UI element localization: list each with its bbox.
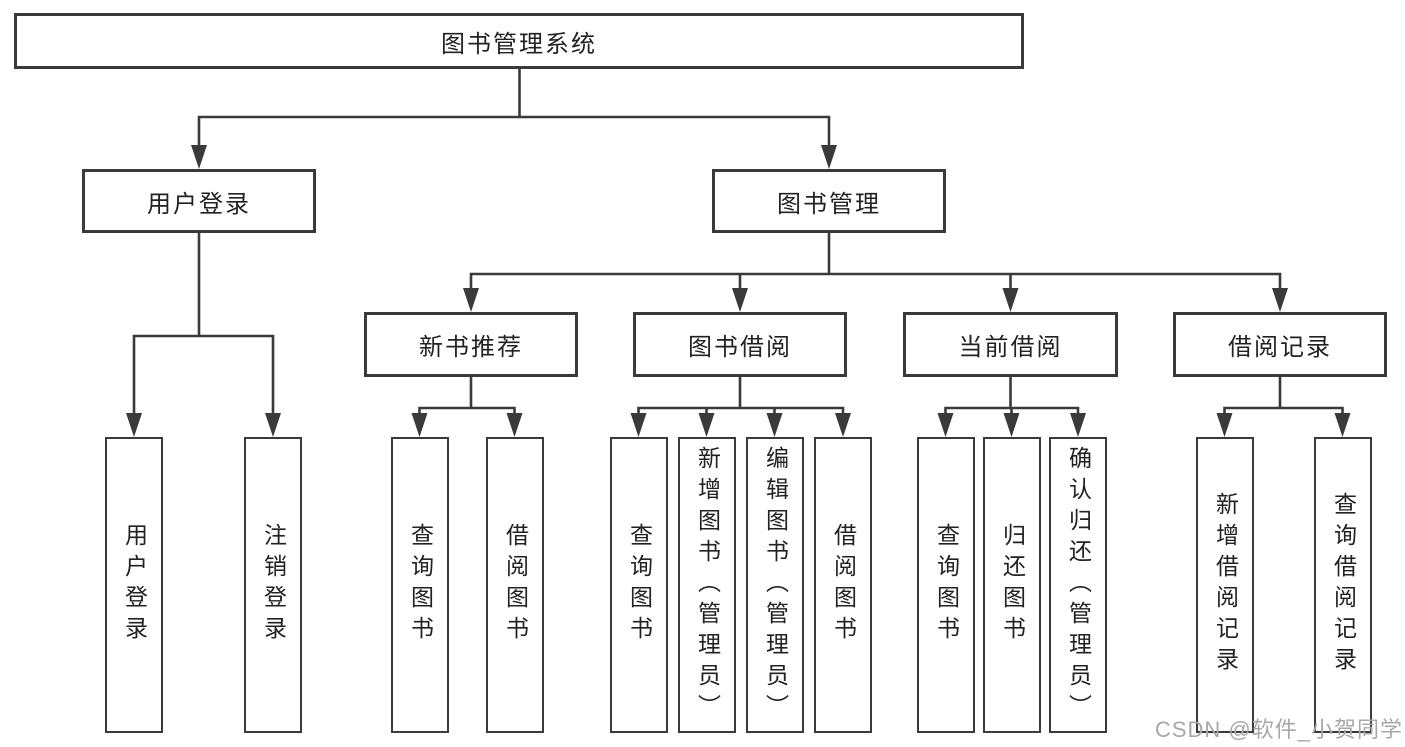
node-current-borrow: 当前借阅 <box>903 312 1118 377</box>
leaf-borrow-query-books: 查询图书 <box>610 437 668 733</box>
leaf-query-borrow-record-label: 查询借阅记录 <box>1330 492 1357 678</box>
arrowheads <box>126 145 1351 437</box>
leaf-return-books-label: 归还图书 <box>999 523 1026 647</box>
leaf-current-query-books-label: 查询图书 <box>933 523 960 647</box>
leaf-current-query-books: 查询图书 <box>917 437 975 733</box>
node-new-book-recommend: 新书推荐 <box>364 312 578 377</box>
node-book-management-label: 图书管理 <box>777 190 881 218</box>
leaf-borrow-query-books-label: 查询图书 <box>626 523 653 647</box>
node-new-book-recommend-label: 新书推荐 <box>419 334 523 361</box>
leaf-query-borrow-record: 查询借阅记录 <box>1314 437 1372 733</box>
leaf-add-books-admin-label: 新增图书（管理员） <box>694 445 721 725</box>
leaf-borrow-books: 借阅图书 <box>814 437 872 733</box>
leaf-edit-books-admin: 编辑图书（管理员） <box>746 437 804 733</box>
leaf-recommend-query-books: 查询图书 <box>391 437 449 733</box>
leaf-logout: 注销登录 <box>244 437 302 733</box>
node-user-login: 用户登录 <box>82 169 316 233</box>
leaf-return-books: 归还图书 <box>983 437 1041 733</box>
leaf-recommend-query-books-label: 查询图书 <box>407 523 434 647</box>
leaf-logout-label: 注销登录 <box>260 523 287 647</box>
leaf-recommend-borrow-books: 借阅图书 <box>486 437 544 733</box>
node-borrow-record: 借阅记录 <box>1173 312 1387 377</box>
leaf-user-login: 用户登录 <box>105 437 163 733</box>
leaf-add-books-admin: 新增图书（管理员） <box>678 437 736 733</box>
leaf-confirm-return-admin: 确认归还（管理员） <box>1049 437 1107 733</box>
leaf-add-borrow-record-label: 新增借阅记录 <box>1212 492 1239 678</box>
node-book-management: 图书管理 <box>712 169 946 233</box>
node-root: 图书管理系统 <box>14 13 1024 69</box>
node-book-borrow: 图书借阅 <box>633 312 847 377</box>
leaf-recommend-borrow-books-label: 借阅图书 <box>502 523 529 647</box>
leaf-confirm-return-admin-label: 确认归还（管理员） <box>1065 445 1092 725</box>
leaf-borrow-books-label: 借阅图书 <box>830 523 857 647</box>
node-user-login-label: 用户登录 <box>147 190 251 218</box>
leaf-user-login-label: 用户登录 <box>121 523 148 647</box>
leaf-edit-books-admin-label: 编辑图书（管理员） <box>762 445 789 725</box>
leaf-add-borrow-record: 新增借阅记录 <box>1196 437 1254 733</box>
csdn-watermark: CSDN @软件_小贺同学 <box>1154 717 1403 742</box>
node-current-borrow-label: 当前借阅 <box>958 334 1063 361</box>
node-borrow-record-label: 借阅记录 <box>1228 334 1332 361</box>
node-root-label: 图书管理系统 <box>441 30 597 58</box>
node-book-borrow-label: 图书借阅 <box>688 334 792 361</box>
